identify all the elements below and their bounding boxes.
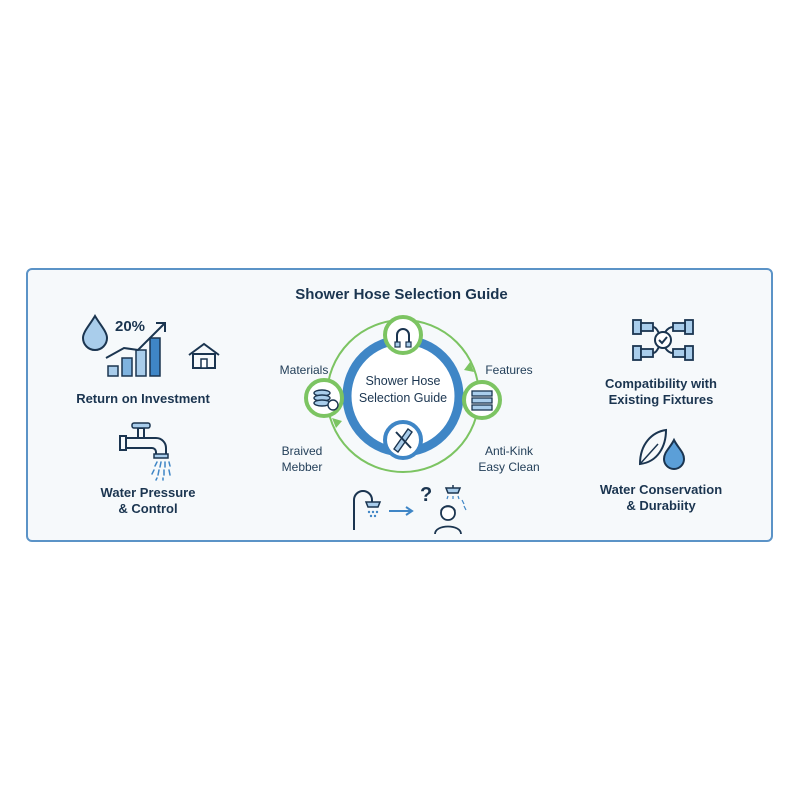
person-shower-icon <box>434 485 467 535</box>
materials-sub-line2: Mebber <box>281 460 323 474</box>
compat-label-line2: Existing Fixtures <box>608 392 714 407</box>
braided-coil-icon <box>304 378 344 418</box>
features-sub-line2: Easy Clean <box>478 460 540 474</box>
pressure-label-line1: Water Pressure <box>100 485 196 500</box>
pipe-fittings-icon <box>632 319 694 361</box>
conservation-label-line2: & Durabiity <box>626 498 696 513</box>
hose-icon <box>383 315 423 355</box>
guide-panel: Shower Hose Selection Guide 20% Return o… <box>26 268 773 542</box>
roi-label: Return on Investment <box>76 391 210 406</box>
house-icon <box>188 342 220 369</box>
materials-label: Materials <box>279 363 329 377</box>
page-title: Shower Hose Selection Guide <box>295 286 508 303</box>
shower-head-icon <box>353 490 382 530</box>
hub-label-line1: Shower Hose <box>365 374 441 388</box>
arrow-right-icon <box>389 506 414 516</box>
question-mark-icon: ? <box>420 484 433 506</box>
hub-label-line2: Selection Guide <box>358 391 448 405</box>
faucet-icon <box>119 422 171 481</box>
features-label: Features <box>485 363 533 377</box>
measure-tools-icon <box>383 420 423 460</box>
conservation-label-line1: Water Conservation <box>599 482 723 497</box>
features-sub-line1: Anti-Kink <box>484 444 534 458</box>
compat-label-line1: Compatibility with <box>605 376 717 391</box>
roi-percent: 20% <box>115 318 146 335</box>
flat-hose-icon <box>462 380 502 420</box>
leaf-drop-icon <box>638 428 686 470</box>
materials-sub-line1: Braived <box>281 444 323 458</box>
pressure-label-line2: & Control <box>118 501 178 516</box>
growth-chart-icon <box>105 322 166 377</box>
water-drop-icon <box>81 314 109 351</box>
